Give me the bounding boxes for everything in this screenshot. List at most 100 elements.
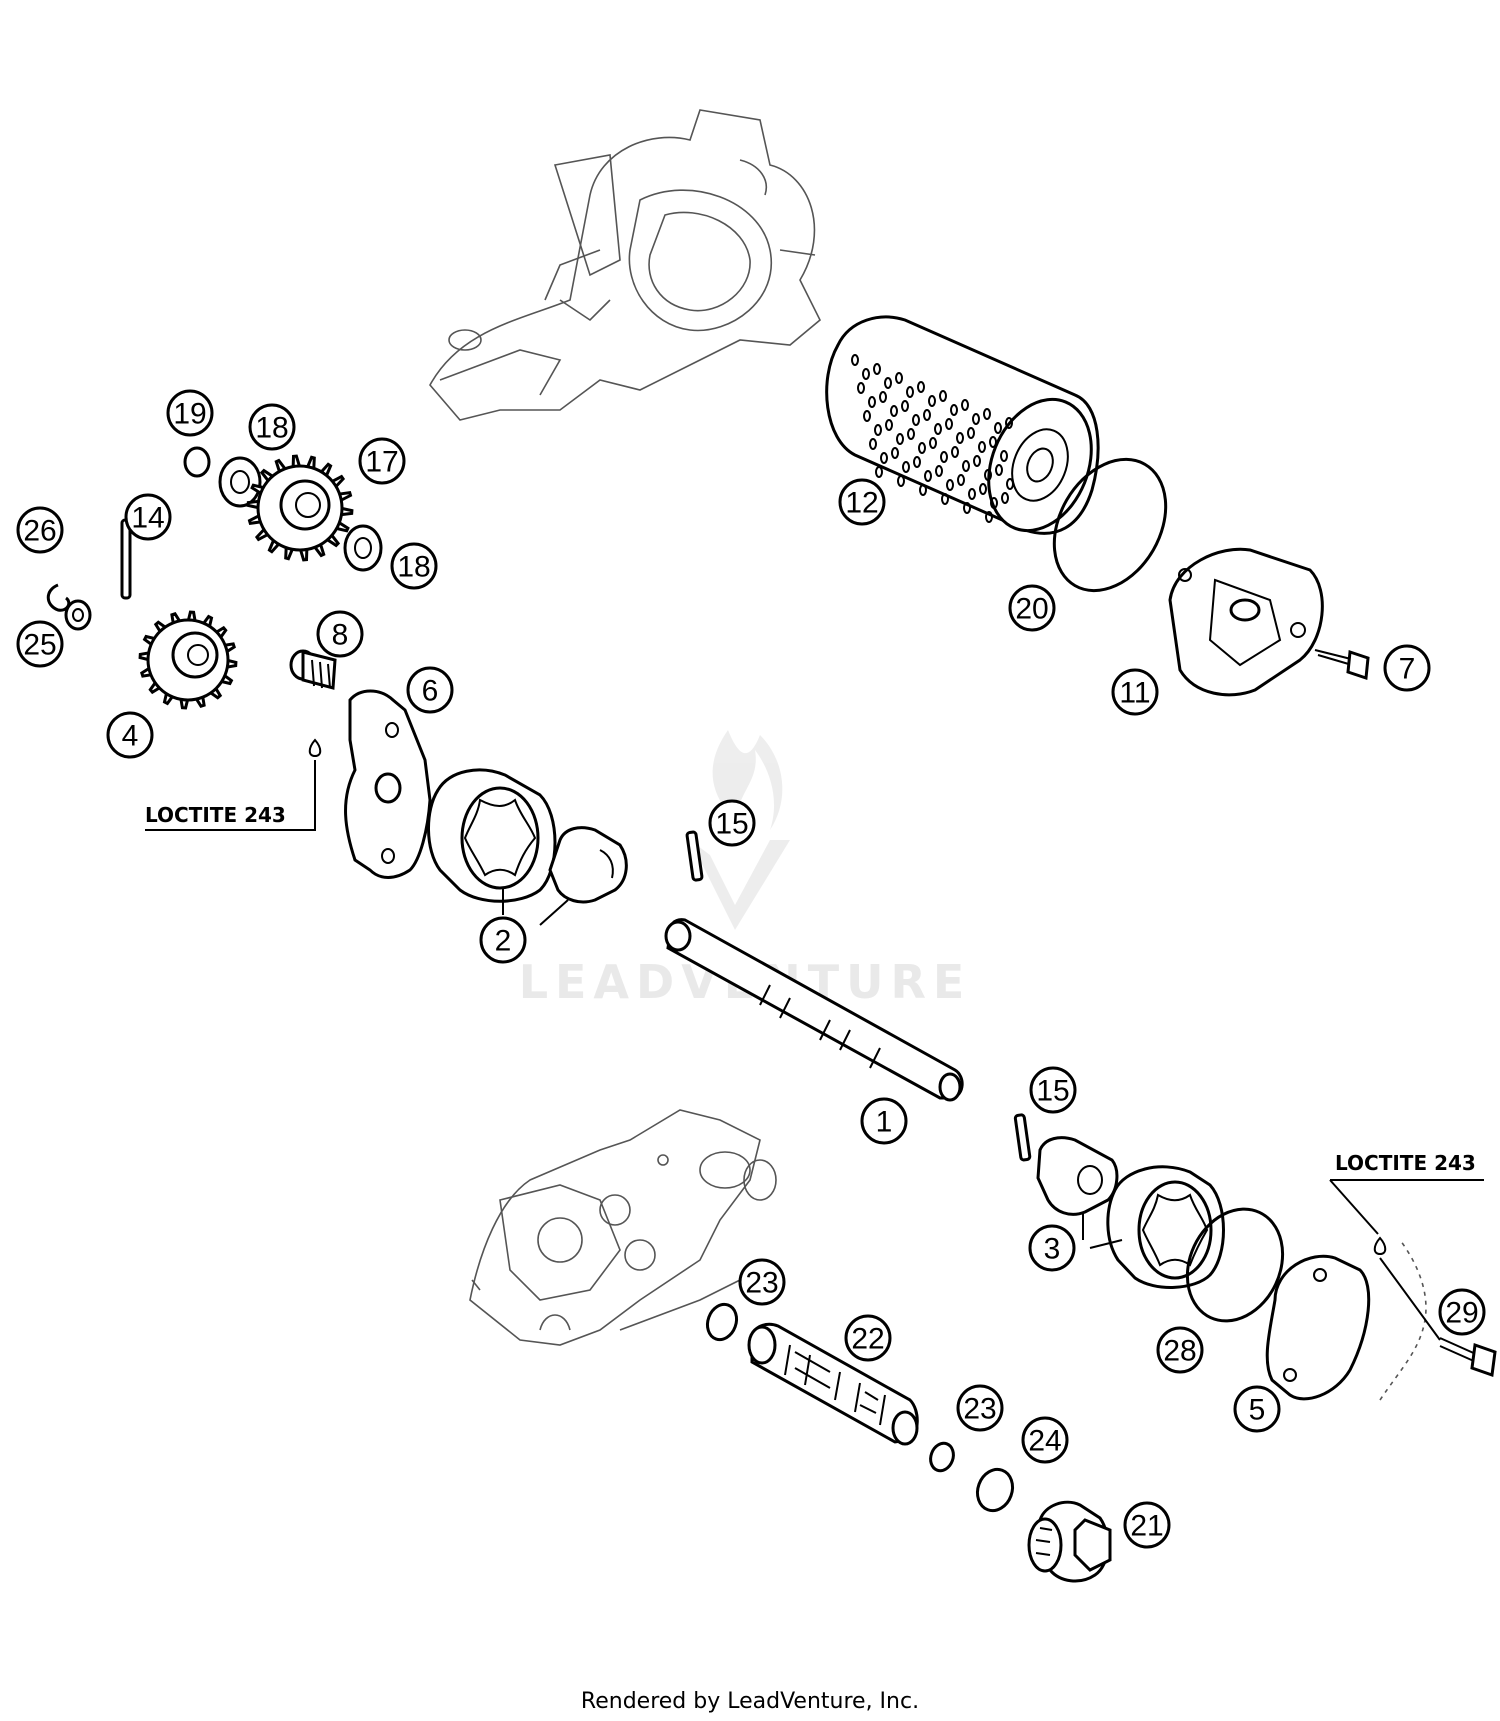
callout-circle[interactable] [479,916,527,964]
callout-circle[interactable] [124,493,172,541]
callout-circle[interactable] [1156,1326,1204,1374]
washer-upper[interactable] [218,456,262,508]
pump-cover[interactable] [1265,1254,1371,1401]
callout-2[interactable]: 2 [479,916,527,964]
callout-circle[interactable] [16,506,64,554]
perforation-hole [985,511,993,523]
callout-14[interactable]: 14 [124,493,172,541]
screen-o-ring-left[interactable] [703,1300,742,1343]
scavenge-rotor-inner[interactable] [1036,1136,1119,1216]
callout-19[interactable]: 19 [166,389,214,437]
engine-case-lower-outline [469,1109,777,1346]
circlip-small[interactable] [183,446,211,478]
callout-8[interactable]: 8 [316,610,364,658]
callout-22[interactable]: 22 [844,1314,892,1362]
callout-circle[interactable] [956,1384,1004,1432]
perforation-hole [984,469,992,481]
callout-circle[interactable] [1438,1288,1486,1336]
pump-cover-o-ring[interactable] [1170,1193,1301,1336]
washer-small[interactable] [64,599,92,631]
scavenge-rotor-outer[interactable] [1106,1165,1225,1289]
loctite-note-right: LOCTITE 243 [1335,1151,1476,1175]
callout-26[interactable]: 26 [16,506,64,554]
callout-21[interactable]: 21 [1123,1501,1171,1549]
callout-circle[interactable] [1123,1501,1171,1549]
callout-circle[interactable] [1233,1385,1281,1433]
callout-circle[interactable] [1383,644,1431,692]
oil-pump-rotor-outer[interactable] [427,768,557,903]
callout-25[interactable]: 25 [16,620,64,668]
callout-15[interactable]: 15 [1029,1066,1077,1114]
perforation-hole [935,465,943,477]
callout-circle[interactable] [708,799,756,847]
pump-drive-gear[interactable] [138,610,238,710]
callout-circle[interactable] [248,403,296,451]
callout-circle[interactable] [406,666,454,714]
perforation-hole [941,493,949,505]
callout-circle[interactable] [1029,1066,1077,1114]
perforation-hole [1006,478,1014,490]
callout-circle[interactable] [106,711,154,759]
oil-filter-cover[interactable] [1168,547,1324,697]
callout-28[interactable]: 28 [1156,1326,1204,1374]
callout-29[interactable]: 29 [1438,1288,1486,1336]
perforation-hole [919,484,927,496]
callout-15[interactable]: 15 [708,799,756,847]
oil-pump-shaft[interactable] [664,918,964,1102]
oil-screen[interactable] [747,1322,919,1446]
callout-circle[interactable] [16,620,64,668]
callout-24[interactable]: 24 [1021,1416,1069,1464]
retaining-clip[interactable] [46,583,71,612]
callout-7[interactable]: 7 [1383,644,1431,692]
perforation-hole [972,413,980,425]
perforation-hole [989,436,997,448]
drive-pin-upper[interactable] [685,830,704,882]
washer-lower[interactable] [343,524,383,572]
callout-23[interactable]: 23 [738,1258,786,1306]
callout-4[interactable]: 4 [106,711,154,759]
pump-cover-bolt[interactable] [1439,1337,1497,1378]
callout-circle[interactable] [838,478,886,526]
callout-3[interactable]: 3 [1028,1224,1076,1272]
callout-circle[interactable] [1008,584,1056,632]
callout-6[interactable]: 6 [406,666,454,714]
screen-o-ring-right[interactable] [927,1440,957,1474]
callout-circle[interactable] [844,1314,892,1362]
filter-o-ring[interactable] [1032,439,1189,610]
dowel-pin[interactable] [120,518,132,600]
perforation-hole [990,497,998,509]
screw[interactable] [289,649,337,690]
perforation-hole [1005,417,1013,429]
plug-o-ring[interactable] [972,1464,1018,1515]
callout-18[interactable]: 18 [390,542,438,590]
pump-housing-plate[interactable] [344,689,432,879]
callout-1[interactable]: 1 [860,1097,908,1145]
callout-circle[interactable] [166,389,214,437]
callout-circle[interactable] [1111,668,1159,716]
drive-pin-lower[interactable] [1013,1113,1032,1162]
callout-23[interactable]: 23 [956,1384,1004,1432]
callout-circle[interactable] [1021,1416,1069,1464]
callout-11[interactable]: 11 [1111,668,1159,716]
perforation-hole [912,414,920,426]
callout-circle[interactable] [390,542,438,590]
perforation-hole [917,381,925,393]
intermediate-gear[interactable] [246,454,354,562]
callout-20[interactable]: 20 [1008,584,1056,632]
callout-5[interactable]: 5 [1233,1385,1281,1433]
callout-18[interactable]: 18 [248,403,296,451]
callout-17[interactable]: 17 [358,437,406,485]
callout-circle[interactable] [860,1097,908,1145]
callout-circle[interactable] [1028,1224,1076,1272]
oil-pump-rotor-inner[interactable] [548,826,628,904]
screen-plug[interactable] [1027,1500,1112,1583]
callout-12[interactable]: 12 [838,478,886,526]
callout-circle[interactable] [316,610,364,658]
oil-filter[interactable] [825,315,1110,546]
engine-case-upper-outline [429,109,821,421]
perforation-hole [1001,492,1009,504]
cover-bolt[interactable] [1314,649,1370,681]
callout-circle[interactable] [358,437,406,485]
callout-circle[interactable] [738,1258,786,1306]
